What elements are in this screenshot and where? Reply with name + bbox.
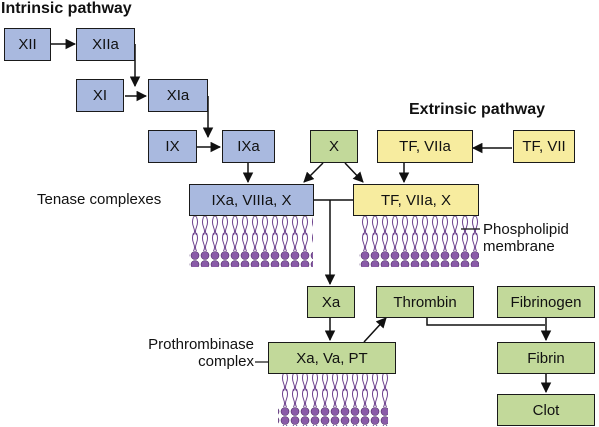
factor-xi-box: XI xyxy=(76,79,124,112)
factor-xia-box: XIa xyxy=(148,79,208,112)
thrombin-box: Thrombin xyxy=(376,286,474,318)
factor-xiia-box: XIIa xyxy=(76,28,135,61)
fibrinogen-box: Fibrinogen xyxy=(497,286,595,318)
factor-xii-box: XII xyxy=(4,28,51,61)
intrinsic-pathway-title: Intrinsic pathway xyxy=(1,0,132,17)
intrinsic-tenase-box: IXa, VIIIa, X xyxy=(189,184,314,216)
extrinsic-pathway-title: Extrinsic pathway xyxy=(409,101,546,118)
phospholipid-membrane-label: Phospholipid membrane xyxy=(483,221,569,256)
connector-thrombin-to-fibrin xyxy=(426,318,545,326)
prothrombinase-label-line1: Prothrombinase xyxy=(148,336,254,353)
prothrombinase-box: Xa, Va, PT xyxy=(268,342,396,374)
tenase-complexes-label: Tenase complexes xyxy=(37,191,162,208)
extrinsic-tenase-box: TF, VIIa, X xyxy=(353,184,479,216)
arrow-x-to-tenase-extrinsic xyxy=(344,162,364,183)
membrane-tenase-extrinsic xyxy=(359,215,479,267)
membrane-prothrombinase xyxy=(278,374,388,426)
phospholipid-label-line1: Phospholipid xyxy=(483,221,569,238)
clot-box: Clot xyxy=(497,394,595,426)
arrow-x-to-tenase-intrinsic xyxy=(303,162,324,183)
tf-vii-box: TF, VII xyxy=(513,130,575,163)
factor-xa-box: Xa xyxy=(307,286,355,318)
phospholipid-label-line2: membrane xyxy=(483,238,555,256)
prothrombinase-complex-label: Prothrombinase complex xyxy=(133,336,254,371)
factor-x-box: X xyxy=(310,130,358,163)
membrane-tenase-intrinsic xyxy=(189,215,313,267)
prothrombinase-label-line2: complex xyxy=(198,353,254,371)
arrow-prothrombinase-to-thrombin xyxy=(363,317,387,343)
factor-ixa-box: IXa xyxy=(222,130,275,163)
fibrin-box: Fibrin xyxy=(497,342,595,374)
factor-ix-box: IX xyxy=(148,130,197,163)
tf-viia-box: TF, VIIa xyxy=(377,130,473,163)
